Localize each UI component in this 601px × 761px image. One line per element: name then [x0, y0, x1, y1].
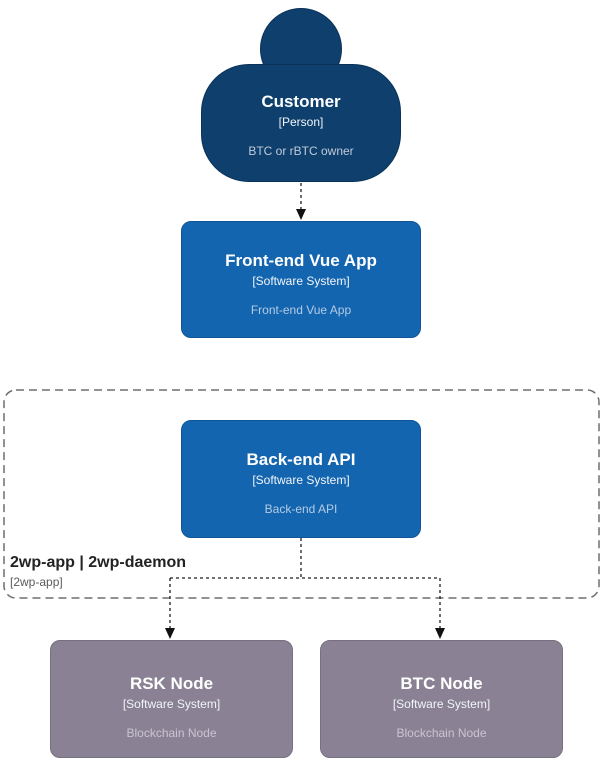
node-title: BTC Node	[400, 674, 483, 693]
boundary-meta: [2wp-app]	[10, 575, 63, 589]
node-customer: Customer [Person] BTC or rBTC owner	[201, 64, 401, 182]
node-meta: [Software System]	[252, 274, 350, 288]
node-meta: [Person]	[278, 115, 324, 129]
node-meta: [Software System]	[392, 697, 491, 711]
arrowhead-frontend	[296, 209, 306, 220]
node-description: BTC or rBTC owner	[248, 144, 354, 158]
node-title: Front-end Vue App	[225, 251, 377, 270]
node-backend-api: Back-end API [Software System] Back-end …	[181, 420, 421, 538]
node-frontend-vue-app: Front-end Vue App [Software System] Fron…	[181, 221, 421, 338]
arrowhead-rsk	[165, 628, 175, 639]
boundary-title: 2wp-app | 2wp-daemon	[10, 554, 187, 571]
node-description: Blockchain Node	[396, 726, 487, 740]
node-description: Back-end API	[264, 502, 338, 516]
connector-backend-nodes	[169, 538, 441, 628]
node-title: RSK Node	[129, 674, 214, 693]
node-meta: [Software System]	[122, 697, 221, 711]
node-description: Blockchain Node	[126, 726, 217, 740]
node-description: Front-end Vue App	[250, 303, 352, 317]
node-meta: [Software System]	[252, 473, 350, 487]
node-title: Back-end API	[246, 450, 356, 469]
boundary-label: 2wp-app | 2wp-daemon [2wp-app]	[10, 553, 186, 590]
node-rsk: RSK Node [Software System] Blockchain No…	[50, 640, 293, 758]
arrowhead-btc	[435, 628, 445, 639]
node-title: Customer	[261, 92, 341, 111]
node-btc: BTC Node [Software System] Blockchain No…	[320, 640, 563, 758]
